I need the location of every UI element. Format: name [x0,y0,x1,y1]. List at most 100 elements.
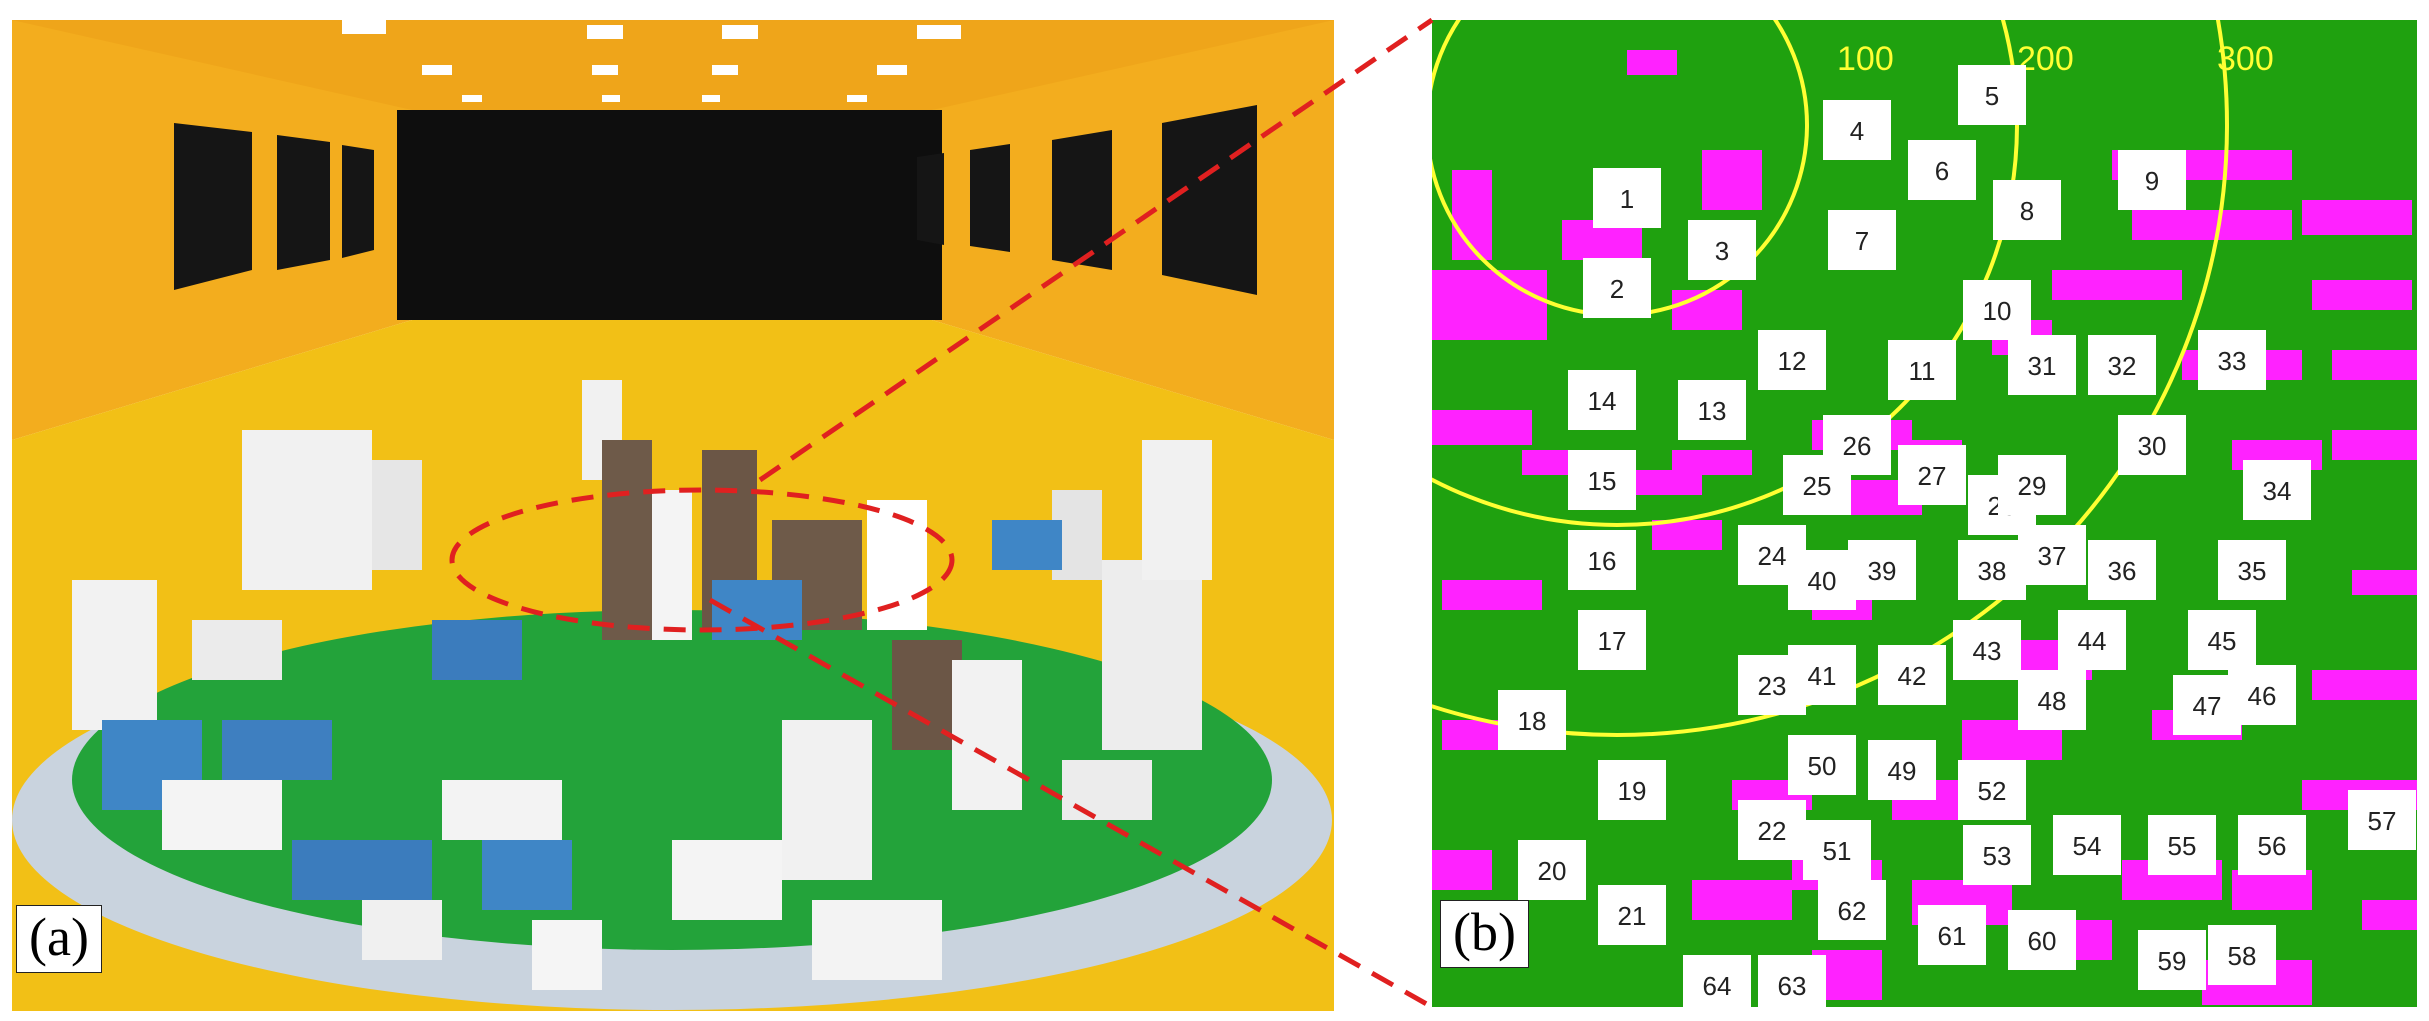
building-number-label: 41 [1788,645,1856,705]
building-footprint [2312,280,2412,310]
building-number: 45 [2208,626,2237,656]
building-number: 58 [2228,941,2257,971]
building-footprint [2332,430,2417,460]
building-number: 5 [1985,81,1999,111]
building-number-label: 56 [2238,815,2306,875]
building-number-label: 20 [1518,840,1586,900]
building-number: 27 [1918,461,1947,491]
building-number-label: 33 [2198,330,2266,390]
building-number-label: 1 [1593,168,1661,228]
building-number-label: 35 [2218,540,2286,600]
building-number-label: 40 [1788,550,1856,610]
building-footprint [1672,290,1742,330]
building-footprint [2312,670,2417,700]
building-number-label: 3 [1688,220,1756,280]
building-number-label: 6 [1908,140,1976,200]
building-number-label: 8 [1993,180,2061,240]
building-footprint [2052,270,2182,300]
building-number-label: 54 [2053,815,2121,875]
building-number: 35 [2238,556,2267,586]
building-number: 42 [1898,661,1927,691]
building-number-label: 52 [1958,760,2026,820]
building-number-label: 21 [1598,885,1666,945]
building-number-label: 14 [1568,370,1636,430]
building-number: 59 [2158,946,2187,976]
building-number: 14 [1588,386,1617,416]
building-number: 63 [1778,971,1807,1001]
building-number: 13 [1698,396,1727,426]
building-number: 11 [1909,356,1936,386]
building-number-label: 31 [2008,335,2076,395]
building-number: 24 [1758,541,1787,571]
building-number-label: 59 [2138,930,2206,990]
building-number: 21 [1618,901,1647,931]
building-number-label: 43 [1953,620,2021,680]
building-number-label: 55 [2148,815,2216,875]
building-number-label: 36 [2088,540,2156,600]
building-number: 62 [1838,896,1867,926]
building-number-label: 60 [2008,910,2076,970]
building-number-label: 50 [1788,735,1856,795]
panel-label-b: (b) [1440,900,1529,968]
ring-label-100: 100 [1837,40,1894,78]
building-number-label: 11 [1888,340,1956,400]
panel-label-a: (a) [16,905,102,973]
building-number-label: 42 [1878,645,1946,705]
building-number: 51 [1823,836,1852,866]
building-number-label: 7 [1828,210,1896,270]
building-number-label: 39 [1848,540,1916,600]
building-number: 54 [2073,831,2102,861]
building-number-labels: 1234567891011121314151617181920212223242… [1498,65,2416,1007]
building-number-label: 51 [1803,820,1871,880]
building-number: 40 [1808,566,1837,596]
building-number: 22 [1758,816,1787,846]
building-number: 16 [1588,546,1617,576]
building-footprint [1627,50,1677,75]
building-footprint [1652,520,1722,550]
building-number-label: 57 [2348,790,2416,850]
building-number-label: 61 [1918,905,1986,965]
building-number: 53 [1983,841,2012,871]
building-number-label: 17 [1578,610,1646,670]
building-number-label: 45 [2188,610,2256,670]
building-number: 39 [1868,556,1897,586]
building-number: 46 [2248,681,2277,711]
building-number: 56 [2258,831,2287,861]
building-number: 47 [2193,691,2222,721]
building-number-label: 34 [2243,460,2311,520]
building-number-label: 15 [1568,450,1636,510]
building-number: 36 [2108,556,2137,586]
building-number-label: 30 [2118,415,2186,475]
building-number-label: 13 [1678,380,1746,440]
building-number: 60 [2028,926,2057,956]
building-number: 15 [1588,466,1617,496]
building-number: 37 [2038,541,2067,571]
building-number-label: 53 [1963,825,2031,885]
ring-label-200: 200 [2017,40,2074,78]
building-number-label: 47 [2173,675,2241,735]
building-number: 48 [2038,686,2067,716]
building-footprint [1432,850,1492,890]
building-number: 17 [1598,626,1627,656]
building-number: 52 [1978,776,2007,806]
building-number: 29 [2018,471,2047,501]
building-number: 9 [2145,166,2159,196]
building-number-label: 27 [1898,445,1966,505]
building-number: 33 [2218,346,2247,376]
building-number-label: 10 [1963,280,2031,340]
building-number-label: 37 [2018,525,2086,585]
building-number-label: 64 [1683,955,1751,1007]
building-number: 2 [1610,274,1624,304]
building-number-label: 2 [1583,258,1651,318]
building-footprint [1702,150,1762,210]
building-number-label: 19 [1598,760,1666,820]
building-number-label: 12 [1758,330,1826,390]
building-number-label: 38 [1958,540,2026,600]
building-number: 23 [1758,671,1787,701]
building-number: 43 [1973,636,2002,666]
building-number: 44 [2078,626,2107,656]
building-footprint [2302,200,2412,235]
building-number-label: 32 [2088,335,2156,395]
building-number-label: 18 [1498,690,1566,750]
building-number-label: 22 [1738,800,1806,860]
